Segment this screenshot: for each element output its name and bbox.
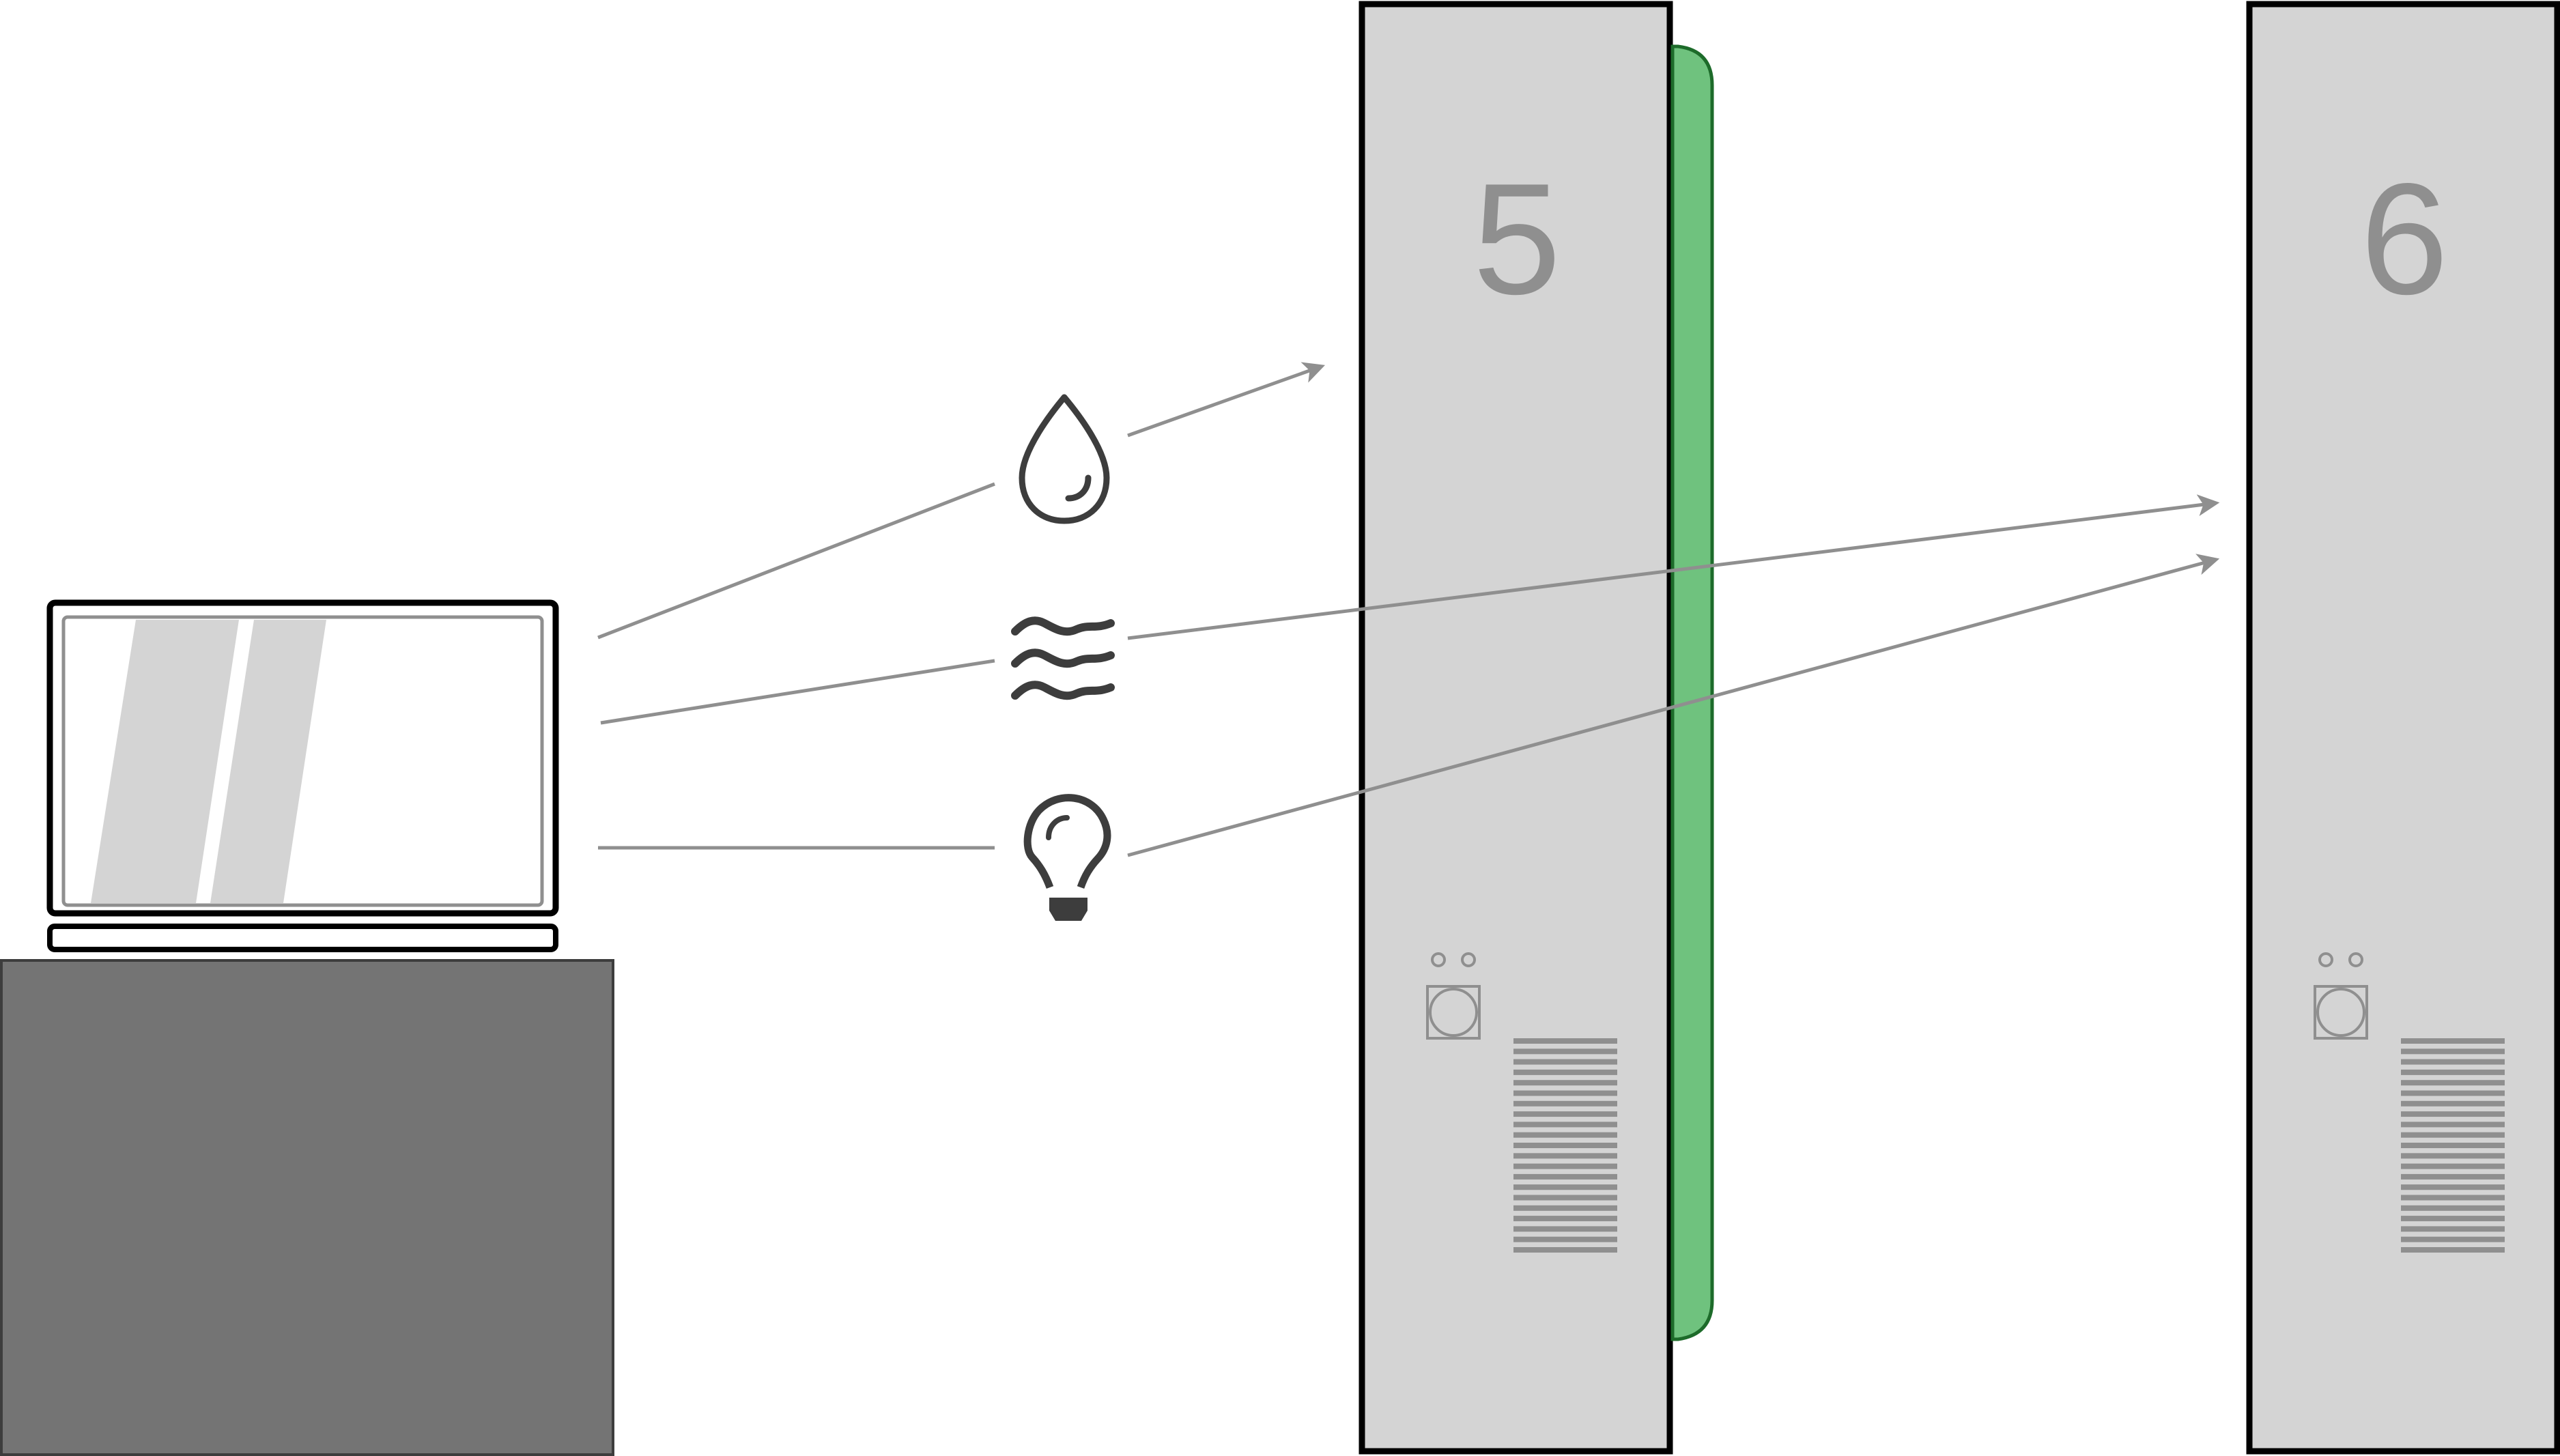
source-line-heat [600, 659, 995, 725]
vent-slat [1513, 1080, 1617, 1086]
vent-slat [2401, 1143, 2505, 1148]
unit-6-number: 6 [2360, 151, 2448, 328]
vent-slat [1513, 1122, 1617, 1128]
vent-slat [2401, 1069, 2505, 1075]
vent-slat [2401, 1216, 2505, 1222]
indicator-light [2318, 952, 2333, 967]
fan-icon [1429, 988, 1478, 1037]
unit-5-number: 5 [1473, 151, 1561, 328]
vent-slat [2401, 1048, 2505, 1055]
source-line-water [597, 482, 995, 640]
vent-slat [1513, 1216, 1617, 1222]
vent-slat [2401, 1090, 2505, 1096]
vent-slat [2401, 1059, 2505, 1065]
unit-5-panel: 5 [1359, 1, 1673, 1455]
vent-slat [1513, 1132, 1617, 1138]
light-bulb-icon [1023, 794, 1111, 921]
vent-slat [2401, 1184, 2505, 1190]
vent-slat [1513, 1048, 1617, 1055]
heat-waves-icon [1011, 616, 1115, 700]
vent-slat [1513, 1163, 1617, 1169]
indicator-light [1431, 952, 1446, 967]
water-drop-icon [1019, 394, 1110, 524]
unit-6-controls [2314, 952, 2368, 1040]
vent-slat [1513, 1184, 1617, 1190]
vent-slat [1513, 1173, 1617, 1180]
laptop-base [47, 924, 558, 952]
vent-slat [2401, 1173, 2505, 1180]
unit-5-vent-grille [1513, 1038, 1617, 1253]
arrow-light-to-unit-6 [1127, 554, 2220, 857]
vent-slat [1513, 1236, 1617, 1242]
arrow-water-to-unit-5 [1127, 362, 1326, 438]
vent-slat [2401, 1236, 2505, 1242]
vent-slat [1513, 1059, 1617, 1065]
vent-slat [2401, 1100, 2505, 1107]
vent-slat [1513, 1090, 1617, 1096]
vent-slat [1513, 1069, 1617, 1075]
vent-slat [1513, 1205, 1617, 1211]
indicator-light [2348, 952, 2363, 967]
fan-housing [1426, 985, 1481, 1040]
unit-6-vent-grille [2401, 1038, 2505, 1253]
unit-6-panel: 6 [2246, 1, 2560, 1455]
vent-slat [1513, 1226, 1617, 1232]
vent-slat [1513, 1111, 1617, 1117]
vent-slat [2401, 1111, 2505, 1117]
vent-slat [2401, 1205, 2505, 1211]
fan-housing [2314, 985, 2368, 1040]
vent-slat [2401, 1153, 2505, 1159]
indicator-light [1461, 952, 1476, 967]
vent-slat [1513, 1143, 1617, 1148]
laptop [46, 599, 559, 952]
unit-5-controls [1426, 952, 1481, 1040]
desk [0, 959, 614, 1456]
vent-slat [1513, 1038, 1617, 1044]
fan-icon [2316, 988, 2365, 1037]
vent-slat [1513, 1247, 1617, 1253]
vent-slat [2401, 1226, 2505, 1232]
vent-slat [2401, 1038, 2505, 1044]
vent-slat [2401, 1247, 2505, 1253]
vent-slat [1513, 1100, 1617, 1107]
vent-slat [2401, 1080, 2505, 1086]
vent-slat [2401, 1163, 2505, 1169]
screen-glare-narrow [210, 620, 326, 903]
screen-glare-wide [91, 620, 239, 903]
vent-slat [1513, 1195, 1617, 1201]
vent-slat [2401, 1122, 2505, 1128]
vent-slat [1513, 1153, 1617, 1159]
vent-slat [2401, 1132, 2505, 1138]
vent-slat [2401, 1195, 2505, 1201]
arrow-heat-to-unit-6 [1127, 494, 2220, 640]
green-membrane [1670, 44, 1714, 1341]
